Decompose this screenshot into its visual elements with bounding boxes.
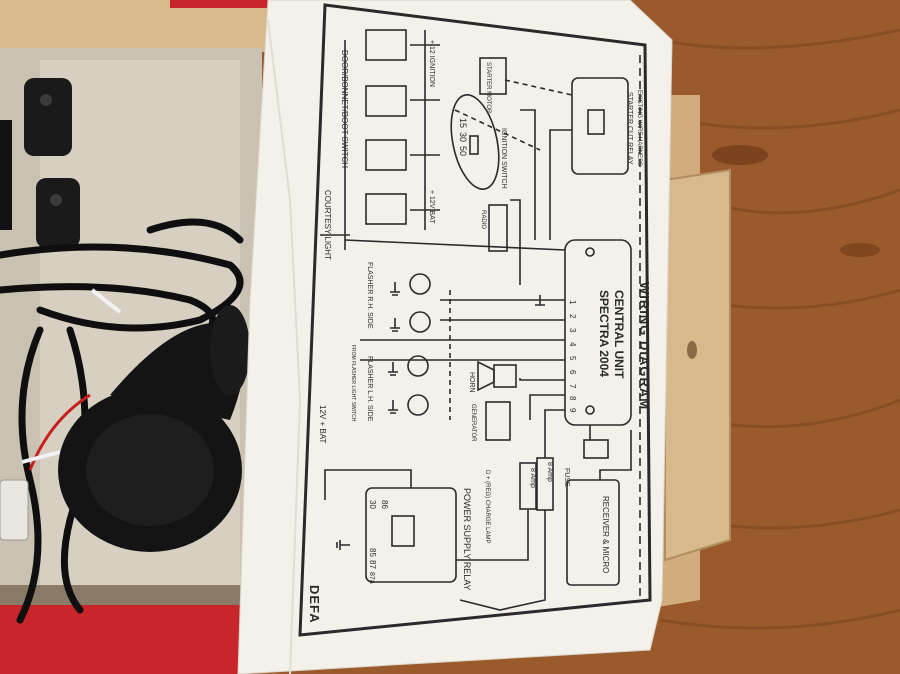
central-unit-label: CENTRAL UNIT	[612, 290, 626, 379]
starter-relay-label: STARTER CUT RELAY	[626, 92, 633, 165]
wire-connector	[0, 479, 29, 541]
starter-relay-box	[571, 77, 629, 175]
door-switch	[365, 193, 407, 225]
cardboard-flap	[664, 168, 731, 562]
starter-motor-box	[479, 57, 507, 95]
cable-tie	[90, 288, 122, 314]
door-switch	[365, 29, 407, 61]
relay-terminal-30: 30	[368, 500, 377, 509]
bat-12v-label: 12V + BAT	[318, 405, 327, 443]
pin-5: 5	[568, 356, 577, 361]
pin-2: 2	[568, 314, 577, 319]
ignition-terminal-50: 50	[458, 146, 468, 156]
box-wall-bottom	[0, 585, 250, 605]
flasher-switch-label: FROM FLASHER LIGHT SWITCH	[350, 345, 356, 422]
mounting-clip	[24, 78, 72, 156]
box-red-side	[0, 600, 240, 674]
receiver-box	[566, 479, 620, 586]
box-top-edge	[0, 0, 270, 52]
battery-12v-label: + 12V BAT	[428, 190, 435, 224]
door-switch	[365, 85, 407, 117]
black-cables	[0, 218, 244, 624]
cardboard-hole	[687, 341, 697, 359]
diagram-title: WIRING DIAGRAM	[637, 282, 652, 410]
flasher-lamp	[407, 355, 429, 377]
flasher-rh-label: FLASHER R.H. SIDE	[366, 262, 373, 329]
pin-1: 1	[568, 300, 577, 305]
pin-7: 7	[568, 384, 577, 389]
relay-terminal-87: 87	[368, 560, 377, 569]
fuse-holder	[583, 439, 609, 459]
pin-4: 4	[568, 342, 577, 347]
door-switch	[365, 139, 407, 171]
mounting-clip	[36, 178, 80, 248]
radio-box	[488, 204, 508, 252]
flasher-lamp	[409, 273, 431, 295]
paper-fold	[267, 19, 302, 674]
ignition-switch-label: IGNITION SWITCH	[500, 128, 507, 189]
pin-3: 3	[568, 328, 577, 333]
ignition-switch-shape	[450, 94, 500, 190]
fuse-rating-1: 8 Amp	[546, 462, 553, 482]
central-unit-box	[564, 239, 632, 426]
pin-6: 6	[568, 370, 577, 375]
box-red-flap-top	[170, 0, 270, 8]
pin-8: 8	[568, 396, 577, 401]
diagram-labels: WIRING DIAGRAM CENTRAL UNIT SPECTRA 2004…	[307, 40, 652, 624]
charge-lamp-label: D + (REG) CHARGE LAMP	[484, 470, 490, 544]
ignition-12v-label: + 12 IGNITION	[428, 40, 435, 87]
black-component-edge	[0, 120, 12, 230]
relay-terminal-86: 86	[380, 500, 389, 509]
fuse-box	[519, 462, 537, 510]
cable-tie	[21, 450, 61, 464]
fuse-rating-2: 8 Amp	[529, 468, 536, 488]
wiring-diagram-sheet	[237, 0, 673, 674]
fuse-label: FUSE	[563, 468, 570, 487]
wood-knot	[712, 145, 768, 165]
alarm-horn	[58, 305, 250, 552]
courtesy-light-label: COURTESY LIGHT	[323, 190, 332, 260]
receiver-label: RECEIVER & MICRO	[601, 496, 610, 573]
generator-label: GENERATOR	[470, 404, 476, 442]
relay-terminal-87a: 87a	[368, 572, 375, 584]
brand-label: DEFA	[307, 585, 322, 624]
horn-label: HORN	[468, 372, 475, 393]
pin-9: 9	[568, 408, 577, 413]
central-unit-model: SPECTRA 2004	[597, 290, 611, 377]
generator-box	[485, 401, 511, 441]
diagram-content	[320, 29, 641, 611]
relay-terminal-85: 85	[368, 548, 377, 557]
starter-motor-label: STARTER MOTOR	[485, 62, 491, 114]
door-switch-label: DOOR/BONNET/BOOT SWITCH	[340, 50, 349, 168]
flasher-lh-label: FLASHER L.H. SIDE	[366, 356, 373, 422]
wood-knot	[840, 243, 880, 257]
extra-harness-label: EXISTING WIRE HARNESS	[636, 90, 642, 166]
diagram-border	[298, 3, 652, 637]
flasher-lamp	[407, 394, 429, 416]
ignition-terminal-15: 15	[458, 118, 468, 128]
ignition-terminal-30: 30	[458, 132, 468, 142]
radio-label: RADIO	[480, 210, 486, 229]
flasher-lamp	[409, 311, 431, 333]
power-relay-label: POWER SUPPLY RELAY	[462, 488, 472, 591]
